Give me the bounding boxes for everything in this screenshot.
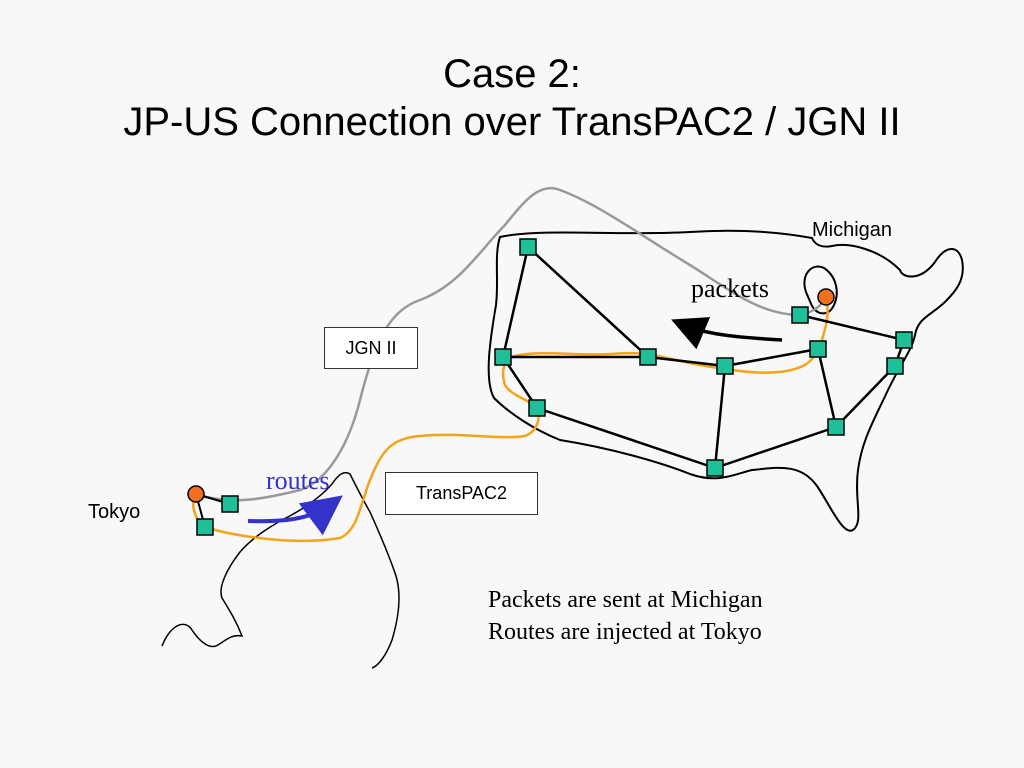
node-square xyxy=(639,348,657,366)
michigan-label: Michigan xyxy=(812,219,892,241)
node-square xyxy=(895,331,913,349)
michigan-peninsula xyxy=(803,265,838,315)
node-square xyxy=(706,459,724,477)
node-square xyxy=(791,306,809,324)
slide-title: Case 2: JP-US Connection over TransPAC2 … xyxy=(0,50,1024,146)
routes-label: routes xyxy=(266,466,330,495)
caption-line-2: Routes are injected at Tokyo xyxy=(488,619,762,645)
tokyo-endpoint xyxy=(187,485,205,503)
node-square xyxy=(519,238,537,256)
title-line-1: Case 2: xyxy=(443,52,581,96)
us-network-links xyxy=(501,246,906,470)
tokyo-label: Tokyo xyxy=(88,501,140,523)
jgn-ii-box: JGN II xyxy=(324,327,418,369)
packets-label: packets xyxy=(691,274,769,303)
caption-line-1: Packets are sent at Michigan xyxy=(488,587,763,613)
node-square xyxy=(886,357,904,375)
node-square xyxy=(528,399,546,417)
node-square xyxy=(827,418,845,436)
transpac2-label: TransPAC2 xyxy=(415,483,508,503)
node-square xyxy=(494,348,512,366)
packets-arrow xyxy=(671,317,783,350)
network-nodes xyxy=(196,238,913,536)
transpac2-path xyxy=(191,296,829,543)
transpac2-box: TransPAC2 xyxy=(385,472,538,515)
node-square xyxy=(221,495,239,513)
jgn-ii-label: JGN II xyxy=(345,337,397,358)
jgn-ii-path xyxy=(194,187,828,502)
node-square xyxy=(809,340,827,358)
routes-arrow xyxy=(247,495,343,536)
us-outline xyxy=(487,229,964,532)
title-line-2: JP-US Connection over TransPAC2 / JGN II xyxy=(123,100,901,144)
node-square xyxy=(716,357,734,375)
caption: Packets are sent at Michigan Routes are … xyxy=(488,584,763,648)
michigan-endpoint xyxy=(817,288,835,306)
node-square xyxy=(196,518,214,536)
